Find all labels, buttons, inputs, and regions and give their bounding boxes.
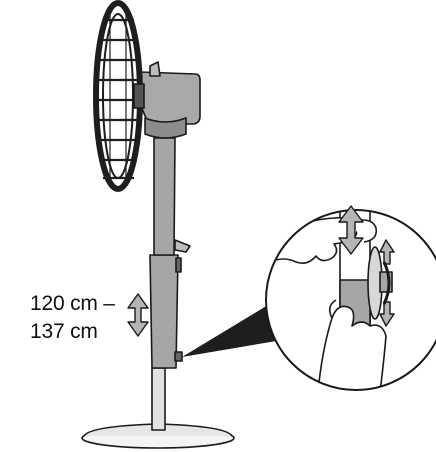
hand-icon <box>317 299 387 390</box>
height-range-line1: 120 cm – <box>30 292 115 315</box>
detail-magnifier <box>265 205 436 391</box>
upper-pole <box>153 137 176 256</box>
lower-pole <box>151 367 166 431</box>
height-adjust-double-arrow-icon <box>338 205 364 255</box>
telescopic-tube <box>149 254 179 369</box>
adjust-knob <box>174 351 183 362</box>
height-range-label: 120 cm – 137 cm <box>30 290 115 346</box>
rotate-double-arrow-icon <box>379 239 395 327</box>
fan-head-icon <box>93 0 145 192</box>
height-adjust-double-arrow-icon <box>127 293 149 337</box>
height-range-line2: 137 cm <box>30 320 98 343</box>
fan-stand <box>81 0 235 449</box>
callout-leader <box>182 305 282 357</box>
